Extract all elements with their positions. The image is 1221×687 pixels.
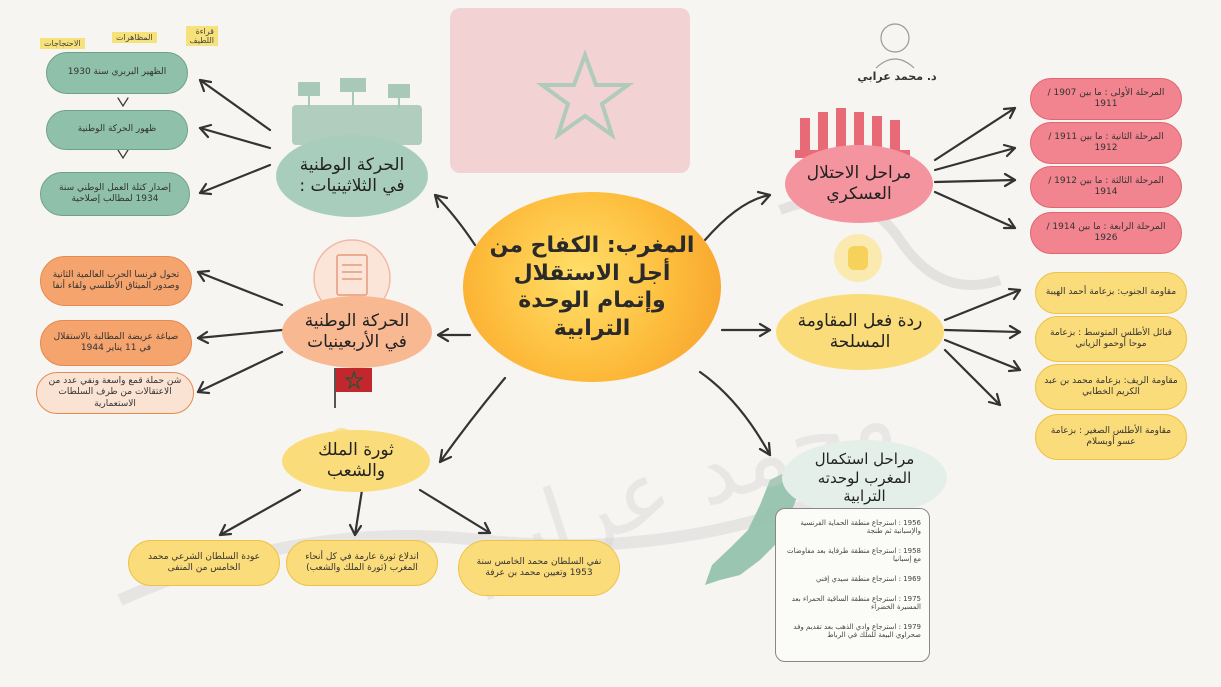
occupation-item[interactable]: المرحلة الثانية : ما بين 1911 / 1912 <box>1030 122 1182 164</box>
forties-item[interactable]: تحول فرنسا الحرب العالمية الثانية وصدور … <box>40 256 192 306</box>
resistance-item[interactable]: مقاومة الريف: بزعامة محمد بن عبد الكريم … <box>1035 364 1187 410</box>
thirties-item-text: ظهور الحركة الوطنية <box>77 124 157 135</box>
revolution-item[interactable]: عودة السلطان الشرعي محمد الخامس من المنف… <box>128 540 280 586</box>
resistance-item[interactable]: قبائل الأطلس المتوسط : بزعامة موحا أوحمو… <box>1035 316 1187 362</box>
revolution-item-text: نفي السلطان محمد الخامس سنة 1953 وتعيين … <box>476 556 602 578</box>
morocco-map-icon <box>705 470 800 585</box>
branch-thirties-label: الحركة الوطنية في الثلاثينيات : <box>299 154 405 196</box>
completion-list-item: 1979 : استرجاع وادي الذهب بعد تقديم وفد … <box>793 623 921 640</box>
completion-list-item: 1956 : استرجاع منطقة الحماية الفرنسية وا… <box>800 519 921 536</box>
resistance-item-text: مقاومة الريف: بزعامة محمد بن عبد الكريم … <box>1044 375 1178 397</box>
forties-item-text: تحول فرنسا الحرب العالمية الثانية وصدور … <box>52 269 180 291</box>
resistance-item[interactable]: مقاومة الأطلس الصغير : بزعامة عسو أوبسلا… <box>1035 414 1187 460</box>
morocco-flag-icon <box>334 368 372 408</box>
completion-list: 1956 : استرجاع منطقة الحماية الفرنسية وا… <box>775 508 930 662</box>
occupation-item[interactable]: المرحلة الرابعة : ما بين 1914 / 1926 <box>1030 212 1182 254</box>
branch-revolution-label: ثورة الملك والشعب <box>318 439 394 481</box>
branch-resistance[interactable]: ردة فعل المقاومة المسلحة <box>776 294 944 370</box>
branch-revolution[interactable]: ثورة الملك والشعب <box>282 430 430 492</box>
branch-forties-label: الحركة الوطنية في الأربعينيات <box>304 310 410 352</box>
flag-background <box>450 8 690 173</box>
forties-item[interactable]: صياغة عريضة المطالبة بالاستقلال في 11 ين… <box>40 320 192 366</box>
forties-item-text: صياغة عريضة المطالبة بالاستقلال في 11 ين… <box>53 331 179 353</box>
resistance-item-text: مقاومة الأطلس الصغير : بزعامة عسو أوبسلا… <box>1050 425 1172 447</box>
forties-item-text: شن حملة قمع واسعة ونفي عدد من الاعتقالات… <box>48 376 182 409</box>
branch-completion[interactable]: مراحل استكمال المغرب لوحدته الترابية <box>782 440 947 516</box>
thirties-item[interactable]: الظهير البربري سنة 1930 <box>46 52 188 94</box>
thirties-item-text: إصدار كتلة العمل الوطني سنة 1934 لمطالب … <box>59 182 171 204</box>
revolution-item[interactable]: نفي السلطان محمد الخامس سنة 1953 وتعيين … <box>458 540 620 596</box>
resistance-item-text: مقاومة الجنوب: بزعامة أحمد الهيبة <box>1045 287 1177 298</box>
resistance-item[interactable]: مقاومة الجنوب: بزعامة أحمد الهيبة <box>1035 272 1187 314</box>
occupation-item[interactable]: المرحلة الأولى : ما بين 1907 / 1911 <box>1030 78 1182 120</box>
occupation-item-text: المرحلة الثانية : ما بين 1911 / 1912 <box>1048 131 1164 153</box>
fist-icon <box>834 234 882 282</box>
forties-item[interactable]: شن حملة قمع واسعة ونفي عدد من الاعتقالات… <box>36 372 194 414</box>
branch-occupation[interactable]: مراحل الاحتلال العسكري <box>785 145 933 223</box>
thirties-item-text: الظهير البربري سنة 1930 <box>67 67 167 78</box>
occupation-item[interactable]: المرحلة الثالثة : ما بين 1912 / 1914 <box>1030 166 1182 208</box>
branch-occupation-label: مراحل الاحتلال العسكري <box>806 162 912 204</box>
revolution-item[interactable]: اندلاع ثورة عارمة في كل أنحاء المغرب (ثو… <box>286 540 438 586</box>
protest-crowd-icon <box>292 78 422 145</box>
completion-list-item: 1975 : استرجاع منطقة الساقية الحمراء بعد… <box>791 595 921 612</box>
branch-forties[interactable]: الحركة الوطنية في الأربعينيات <box>282 296 432 368</box>
tag-latif: قراءة اللطيف <box>186 26 218 46</box>
occupation-item-text: المرحلة الثالثة : ما بين 1912 / 1914 <box>1048 175 1164 197</box>
thirties-item[interactable]: إصدار كتلة العمل الوطني سنة 1934 لمطالب … <box>40 172 190 216</box>
revolution-item-text: عودة السلطان الشرعي محمد الخامس من المنف… <box>148 551 260 573</box>
author-portrait-icon <box>875 23 915 69</box>
branch-completion-label: مراحل استكمال المغرب لوحدته الترابية <box>814 449 915 506</box>
tag-protests: الاحتجاجات <box>40 38 85 49</box>
completion-list-item: 1969 : استرجاع منطقة سيدي إفني <box>816 575 921 583</box>
thirties-item[interactable]: ظهور الحركة الوطنية <box>46 110 188 150</box>
revolution-item-text: اندلاع ثورة عارمة في كل أنحاء المغرب (ثو… <box>305 551 419 573</box>
occupation-item-text: المرحلة الأولى : ما بين 1907 / 1911 <box>1047 87 1165 109</box>
central-topic-title: المغرب: الكفاح من أجل الاستقلال وإتمام ا… <box>489 233 695 341</box>
central-topic[interactable]: المغرب: الكفاح من أجل الاستقلال وإتمام ا… <box>463 192 721 382</box>
branch-thirties[interactable]: الحركة الوطنية في الثلاثينيات : <box>276 135 428 217</box>
resistance-item-text: قبائل الأطلس المتوسط : بزعامة موحا أوحمو… <box>1050 327 1172 349</box>
author-name: د. محمد عرابي <box>857 70 937 83</box>
flag-star-icon <box>535 49 635 141</box>
occupation-item-text: المرحلة الرابعة : ما بين 1914 / 1926 <box>1046 221 1166 243</box>
completion-list-item: 1958 : استرجاع منطقة طرفاية بعد مفاوضات … <box>787 547 921 564</box>
tag-demonstrations: المظاهرات <box>112 32 157 43</box>
branch-resistance-label: ردة فعل المقاومة المسلحة <box>797 310 923 352</box>
